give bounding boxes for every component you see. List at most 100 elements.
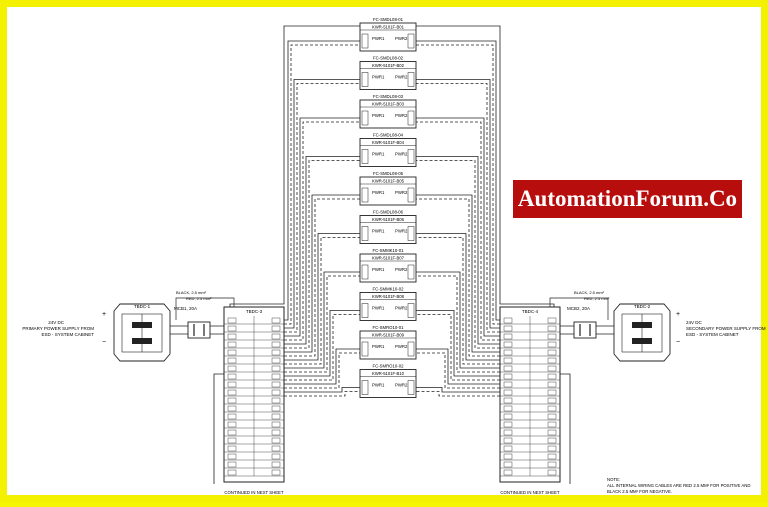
right-supply: TBDC-2 + − 24V DC SECONDARY POWER SUPPLY…: [549, 290, 766, 362]
module-box: [359, 292, 417, 321]
tbdc4-rows: [500, 316, 560, 477]
wiring-diagram: 24V DC PRIMARY POWER SUPPLY FROM ESD - S…: [22, 17, 766, 495]
module-port-1: PWR1: [372, 344, 385, 349]
left-supply-line-2: PRIMARY POWER SUPPLY FROM: [22, 326, 94, 331]
module-model: KWR-5101F-B01: [372, 25, 405, 30]
module-port-2: PWR2: [395, 229, 408, 234]
module-model: KWR-5101F-B05: [372, 179, 405, 184]
left-breaker-label: MCB1, 20A: [174, 306, 197, 311]
module-port-1: PWR1: [372, 152, 385, 157]
module-box: [359, 138, 417, 167]
module-port-2: PWR2: [395, 190, 408, 195]
module-model: KWR-5101F-B06: [372, 217, 405, 222]
distribution-right: TBDC-4 CONTINUED IN NEXT SHEET: [499, 306, 561, 495]
module-port-2: PWR2: [395, 344, 408, 349]
left-cable-red: RED, 2.5 mm²: [186, 296, 212, 301]
tbdc4-title: TBDC-4: [522, 309, 539, 314]
left-supply-line-3: ESD - SYSTEM CABINET: [41, 332, 94, 337]
module-tag: FC-SMRO10-01: [372, 325, 404, 330]
module-model: KWR-5101F-B03: [372, 102, 405, 107]
module-tag: FC-SMDL08-05: [373, 171, 404, 176]
module-model: KWR-5101F-B02: [372, 63, 405, 68]
diagram-canvas: 24V DC PRIMARY POWER SUPPLY FROM ESD - S…: [14, 14, 768, 502]
right-tbdc2-label: TBDC-2: [634, 304, 651, 309]
note-title: NOTE:: [607, 477, 620, 482]
note-line-1: ALL INTERNAL WIRING CABLES ARE RED 2.5 M…: [607, 483, 750, 488]
module-port-2: PWR2: [395, 113, 408, 118]
module-port-1: PWR1: [372, 267, 385, 272]
module-tag: FC-SMRO10-02: [372, 364, 404, 369]
module-port-1: PWR1: [372, 36, 385, 41]
left-plus-sign: +: [102, 311, 106, 318]
left-tbdc1-label: TBDC-1: [134, 304, 151, 309]
tbdc3-title: TBDC-3: [246, 309, 263, 314]
right-plus-sign: +: [676, 311, 680, 318]
left-supply-line-1: 24V DC: [48, 320, 65, 325]
right-cable-red: RED, 2.5 mm²: [584, 296, 610, 301]
module-port-2: PWR2: [395, 306, 408, 311]
left-minus-sign: −: [102, 339, 106, 346]
module-port-1: PWR1: [372, 306, 385, 311]
left-supply: 24V DC PRIMARY POWER SUPPLY FROM ESD - S…: [22, 290, 235, 362]
module-port-1: PWR1: [372, 190, 385, 195]
module-model: KWR-5101F-B10: [372, 371, 405, 376]
module-port-2: PWR2: [395, 36, 408, 41]
automationforum-logo: AutomationForum.Co: [513, 180, 742, 218]
module-box: [359, 215, 417, 244]
module-tag: FC-SMDL08-03: [373, 94, 404, 99]
module-port-2: PWR2: [395, 267, 408, 272]
module-box: [359, 253, 417, 283]
left-breaker-mcb1: [187, 321, 211, 339]
tbdc3-footer: CONTINUED IN NEXT SHEET: [224, 490, 284, 495]
module-tag: FC-SMDL08-04: [373, 133, 404, 138]
right-cable-black: BLACK, 2.5 mm²: [574, 290, 605, 295]
module-port-2: PWR2: [395, 383, 408, 388]
left-cable-black: BLACK, 2.5 mm²: [176, 290, 207, 295]
module-port-2: PWR2: [395, 75, 408, 80]
module-box: [359, 369, 417, 398]
module-tag: FC-SMDL08-06: [373, 210, 404, 215]
module-port-1: PWR1: [372, 113, 385, 118]
right-supply-line-1: 24V DC: [686, 320, 703, 325]
module-tag: FC-SMMK10-02: [372, 287, 404, 292]
module-port-2: PWR2: [395, 152, 408, 157]
module-box: [359, 176, 417, 206]
module-port-1: PWR1: [372, 383, 385, 388]
module-box: [359, 22, 417, 52]
right-minus-sign: −: [676, 339, 680, 346]
right-supply-line-3: ESD - SYSTEM CABINET: [686, 332, 739, 337]
module-model: KWR-5101F-B09: [372, 333, 405, 338]
wire-bundle: [213, 25, 571, 484]
distribution-left: TBDC-3 CONTINUED IN NEXT SHEET: [223, 306, 285, 495]
right-supply-line-2: SECONDARY POWER SUPPLY FROM: [686, 326, 766, 331]
tbdc3-rows: [224, 316, 284, 477]
module-box: [359, 330, 417, 360]
module-port-1: PWR1: [372, 75, 385, 80]
module-port-1: PWR1: [372, 229, 385, 234]
module-model: KWR-5101F-B04: [372, 140, 405, 145]
module-box: [359, 99, 417, 129]
note-line-2: BLACK 2.5 MM² FOR NEGATIVE.: [607, 489, 672, 494]
module-model: KWR-5101F-B08: [372, 294, 405, 299]
module-model: KWR-5101F-B07: [372, 256, 405, 261]
right-breaker-mcb2: [573, 321, 597, 339]
right-breaker-label: MCB2, 20A: [567, 306, 590, 311]
tbdc4-footer: CONTINUED IN NEXT SHEET: [500, 490, 560, 495]
note-block: NOTE: ALL INTERNAL WIRING CABLES ARE RED…: [607, 477, 750, 494]
module-box: [359, 61, 417, 90]
module-tag: FC-SMDL08-01: [373, 17, 404, 22]
module-tag: FC-SMDL08-02: [373, 56, 404, 61]
module-tag: FC-SMMK10-01: [372, 248, 404, 253]
